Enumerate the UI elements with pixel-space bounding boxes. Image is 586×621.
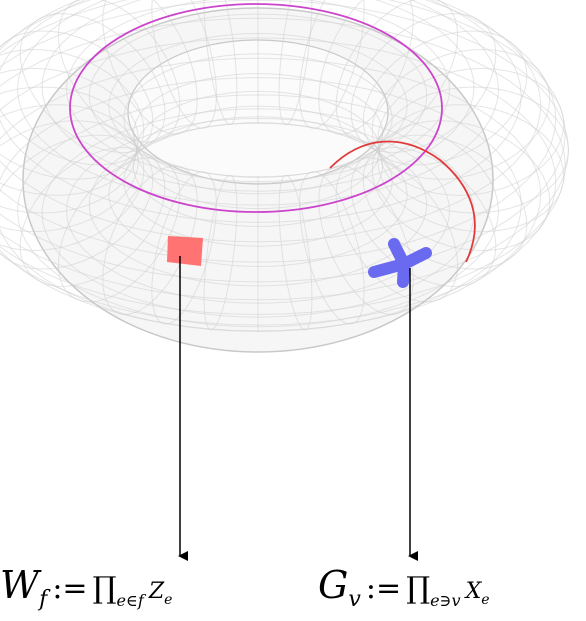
mesh-parallel <box>0 0 542 243</box>
plaquette-operator-subscript: f <box>39 587 48 612</box>
torus-surface <box>0 0 569 353</box>
vertex-operator-subscript: v <box>348 587 361 612</box>
mesh-parallel <box>88 122 428 287</box>
mesh-parallel <box>65 0 450 183</box>
mesh-parallel <box>88 13 428 178</box>
vertex-star <box>368 238 432 288</box>
vertex-operator-formula: Gv := ∏e∋v Xe <box>318 566 490 611</box>
mesh-parallel <box>108 122 408 268</box>
mesh-parallel <box>132 105 384 227</box>
product-symbol: ∏ <box>92 571 117 606</box>
plaquette-operator-formula: Wf := ∏e∈f Ze <box>0 566 172 611</box>
mesh-parallel <box>16 94 499 328</box>
mesh-parallel <box>108 32 408 178</box>
assignment-symbol: := <box>365 571 402 606</box>
mesh-parallel <box>65 117 450 304</box>
product-symbol: ∏ <box>406 571 431 606</box>
mesh-parallel <box>0 17 566 316</box>
mesh-parallel <box>0 0 569 301</box>
mesh-parallel <box>0 77 522 333</box>
mesh-parallel <box>41 108 475 318</box>
plaquette-operator-symbol: W <box>0 563 40 607</box>
assignment-symbol: := <box>52 571 88 606</box>
mesh-parallel <box>0 57 542 332</box>
mesh-parallel <box>16 0 499 206</box>
plaquette-face <box>167 236 203 266</box>
mesh-parallel <box>0 0 522 223</box>
product-index: e∋v <box>430 591 461 610</box>
vertex-operator-symbol: G <box>318 563 349 607</box>
product-index: e∈f <box>116 591 144 610</box>
pauli-z-symbol: Z <box>148 579 165 604</box>
mesh-parallel <box>0 37 557 326</box>
pauli-x-symbol: X <box>465 579 482 604</box>
pauli-z-subscript: e <box>164 592 173 608</box>
pauli-x-subscript: e <box>481 592 490 608</box>
mesh-parallel <box>135 90 380 210</box>
meridian-loop <box>329 140 476 263</box>
inner-loop <box>69 3 443 213</box>
